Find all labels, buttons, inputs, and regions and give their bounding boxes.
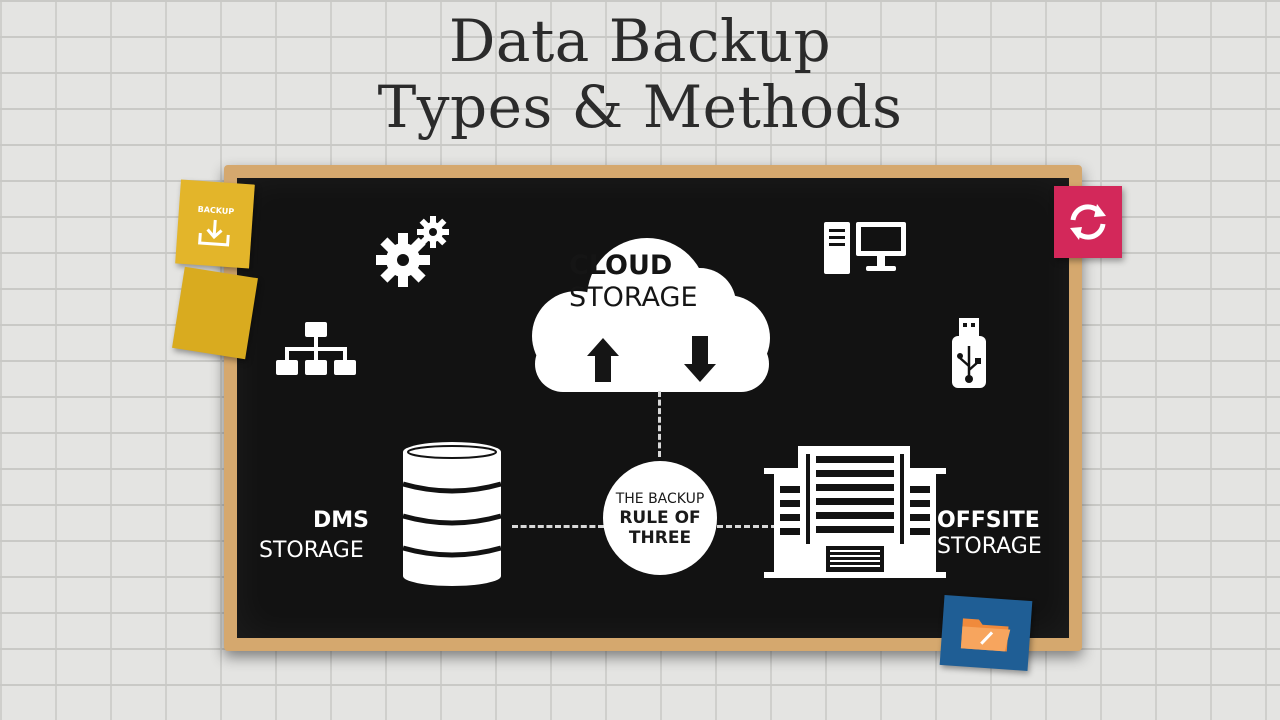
download-icon <box>198 219 230 247</box>
cloud-label-bold: CLOUD <box>569 250 673 281</box>
sticky-note-sync <box>1054 186 1122 258</box>
network-icon <box>276 322 356 375</box>
offsite-label-bold: OFFSITE <box>937 508 1040 533</box>
backup-note-label: BACKUP <box>197 204 235 217</box>
usb-icon <box>952 318 986 388</box>
center-line-3: THREE <box>628 528 692 548</box>
chalkboard: CLOUD STORAGE THE BACKUP RULE OF THREE D… <box>224 165 1082 651</box>
page-title: Data Backup Types & Methods <box>0 8 1280 140</box>
computer-icon <box>824 222 906 274</box>
sticky-note-backup: BACKUP <box>175 179 255 269</box>
connector-left <box>512 525 604 528</box>
cloud-label-light: STORAGE <box>569 282 698 313</box>
title-line-2: Types & Methods <box>377 73 903 141</box>
center-line-2: RULE OF <box>619 508 701 528</box>
cloud-icon <box>532 238 770 392</box>
center-line-1: THE BACKUP <box>615 491 705 507</box>
database-icon <box>402 442 502 586</box>
connector-vertical <box>658 391 661 457</box>
sticky-note-folder <box>939 595 1033 671</box>
folder-icon <box>960 618 1011 652</box>
dms-label-light: STORAGE <box>259 538 364 563</box>
sync-icon <box>1070 204 1106 240</box>
backup-rule-circle: THE BACKUP RULE OF THREE <box>603 461 717 575</box>
offsite-label-light: STORAGE <box>937 534 1042 559</box>
title-line-1: Data Backup <box>448 7 832 75</box>
dms-label-bold: DMS <box>313 508 369 533</box>
connector-right <box>717 525 777 528</box>
gears-icon <box>376 216 449 287</box>
sticky-note-blank <box>172 266 258 360</box>
building-icon <box>764 446 946 578</box>
